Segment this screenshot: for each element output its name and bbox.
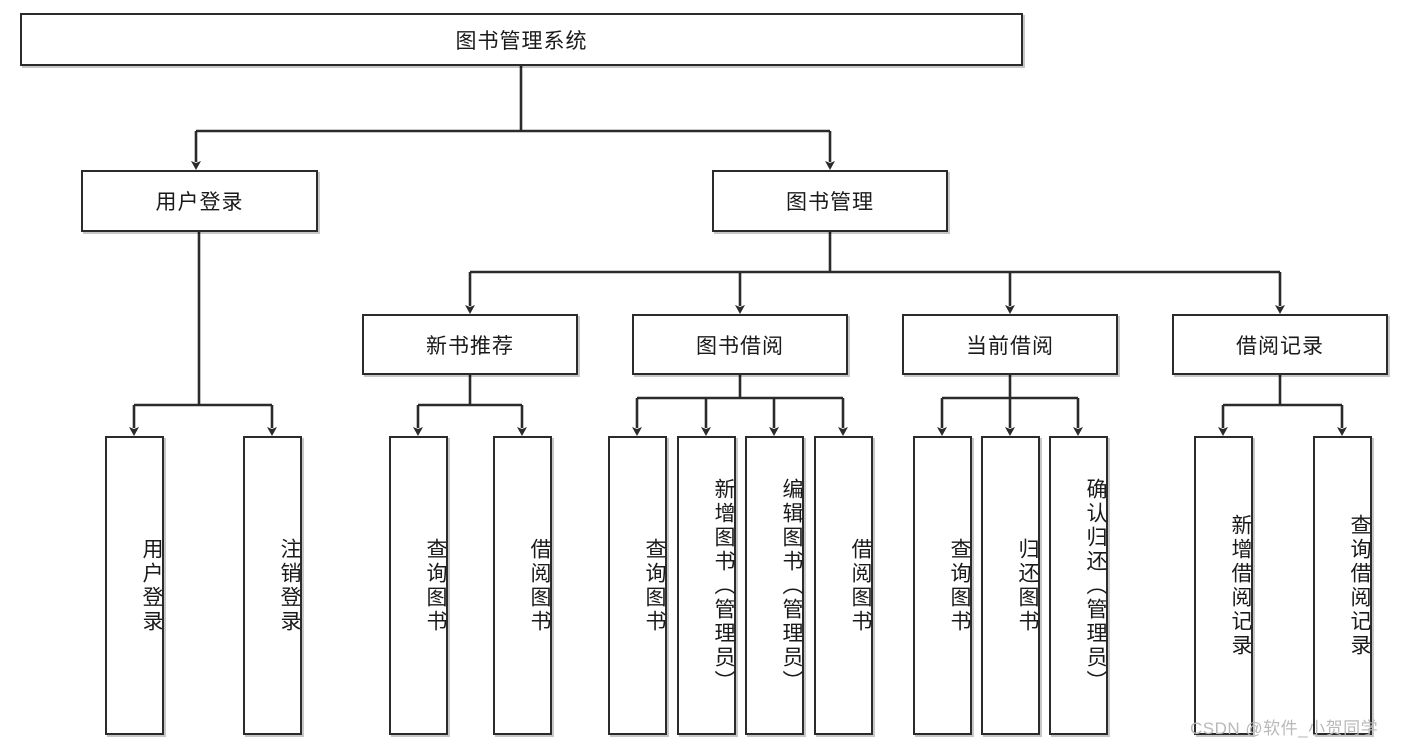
node-new-book-rec[interactable]: 新书推荐 — [362, 314, 578, 375]
csdn-watermark: CSDN @软件_小贺同学 — [1190, 719, 1379, 738]
node-leaf-query-book-1[interactable]: 查询图书 — [389, 436, 448, 735]
node-leaf-edit-book[interactable]: 编辑图书（管理员） — [745, 436, 804, 735]
node-leaf-borrow-book-1[interactable]: 借阅图书 — [493, 436, 552, 735]
node-leaf-query-book-3[interactable]: 查询图书 — [913, 436, 972, 735]
node-leaf-query-book-3-label: 查询图书 — [948, 537, 971, 634]
node-borrow-record[interactable]: 借阅记录 — [1172, 314, 1388, 375]
node-leaf-return-book[interactable]: 归还图书 — [981, 436, 1040, 735]
node-leaf-query-record[interactable]: 查询借阅记录 — [1313, 436, 1372, 735]
node-leaf-add-book[interactable]: 新增图书（管理员） — [677, 436, 736, 735]
node-book-manage[interactable]: 图书管理 — [712, 170, 948, 232]
node-book-borrow-label: 图书借阅 — [696, 334, 784, 358]
node-leaf-logout-login[interactable]: 注销登录 — [243, 436, 302, 735]
node-leaf-borrow-book-2[interactable]: 借阅图书 — [814, 436, 873, 735]
node-user-login-label: 用户登录 — [155, 191, 244, 214]
node-leaf-edit-book-label: 编辑图书（管理员） — [780, 477, 803, 694]
node-leaf-borrow-book-2-label: 借阅图书 — [849, 537, 872, 634]
node-current-borrow-label: 当前借阅 — [966, 334, 1054, 358]
node-root-label: 图书管理系统 — [455, 29, 588, 53]
node-leaf-query-record-label: 查询借阅记录 — [1348, 513, 1371, 658]
node-leaf-query-book-2-label: 查询图书 — [643, 537, 666, 634]
node-leaf-logout-login-label: 注销登录 — [278, 537, 301, 634]
node-book-manage-label: 图书管理 — [786, 191, 874, 214]
node-leaf-query-book-1-label: 查询图书 — [424, 537, 447, 634]
node-leaf-return-book-label: 归还图书 — [1016, 537, 1039, 634]
node-leaf-query-book-2[interactable]: 查询图书 — [608, 436, 667, 735]
node-borrow-record-label: 借阅记录 — [1236, 334, 1324, 358]
node-leaf-confirm-return-label: 确认归还（管理员） — [1084, 477, 1107, 694]
node-leaf-borrow-book-1-label: 借阅图书 — [528, 537, 551, 634]
node-new-book-rec-label: 新书推荐 — [426, 334, 514, 358]
node-user-login[interactable]: 用户登录 — [81, 170, 318, 232]
node-leaf-add-book-label: 新增图书（管理员） — [712, 477, 735, 694]
node-leaf-confirm-return[interactable]: 确认归还（管理员） — [1049, 436, 1108, 735]
node-leaf-add-record[interactable]: 新增借阅记录 — [1194, 436, 1253, 735]
node-leaf-user-login[interactable]: 用户登录 — [105, 436, 164, 735]
node-root[interactable]: 图书管理系统 — [20, 13, 1023, 66]
node-leaf-add-record-label: 新增借阅记录 — [1229, 513, 1252, 658]
node-leaf-user-login-label: 用户登录 — [140, 537, 163, 634]
node-current-borrow[interactable]: 当前借阅 — [902, 314, 1118, 375]
node-book-borrow[interactable]: 图书借阅 — [632, 314, 848, 375]
